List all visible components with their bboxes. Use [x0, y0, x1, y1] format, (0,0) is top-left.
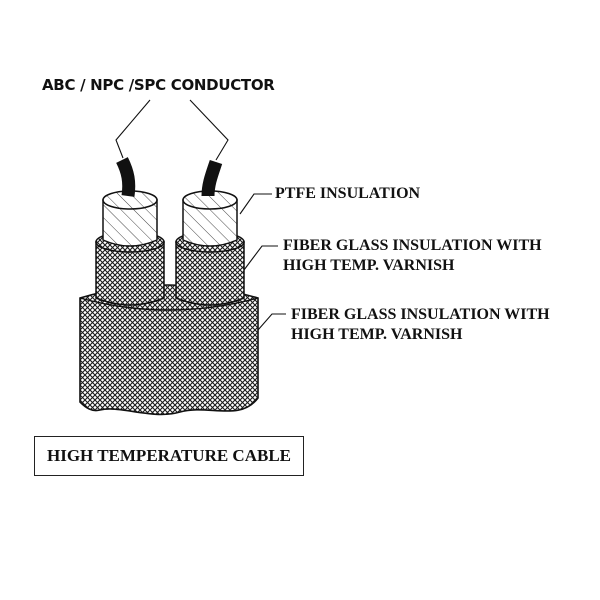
- fiber-inner-label-line2: HIGH TEMP. VARNISH: [283, 257, 455, 274]
- outer-jacket: [79, 284, 259, 416]
- ptfe-insulation-left: [102, 190, 158, 247]
- fiber-outer-label-line1: FIBER GLASS INSULATION WITH: [291, 306, 550, 323]
- ptfe-label: PTFE INSULATION: [275, 185, 421, 202]
- ptfe-leader-line: [239, 193, 272, 215]
- conductor-leader-lines: [115, 99, 229, 161]
- fiber-inner-label: FIBER GLASS INSULATION WITH HIGH TEMP. V…: [283, 236, 542, 276]
- title-box: HIGH TEMPERATURE CABLE: [34, 436, 304, 476]
- fiber-inner-leader-line: [243, 245, 278, 271]
- conductor-label: ABC / NPC /SPC CONDUCTOR: [42, 76, 275, 94]
- conductor-left: [116, 157, 136, 197]
- conductor-right: [201, 159, 223, 197]
- fiber-inner-label-line1: FIBER GLASS INSULATION WITH: [283, 237, 542, 254]
- diagram-title: HIGH TEMPERATURE CABLE: [46, 446, 292, 465]
- ptfe-insulation-right: [182, 190, 238, 247]
- fiber-outer-label: FIBER GLASS INSULATION WITH HIGH TEMP. V…: [291, 305, 550, 345]
- fiber-outer-label-line2: HIGH TEMP. VARNISH: [291, 326, 463, 343]
- fiber-outer-leader-line: [257, 313, 286, 331]
